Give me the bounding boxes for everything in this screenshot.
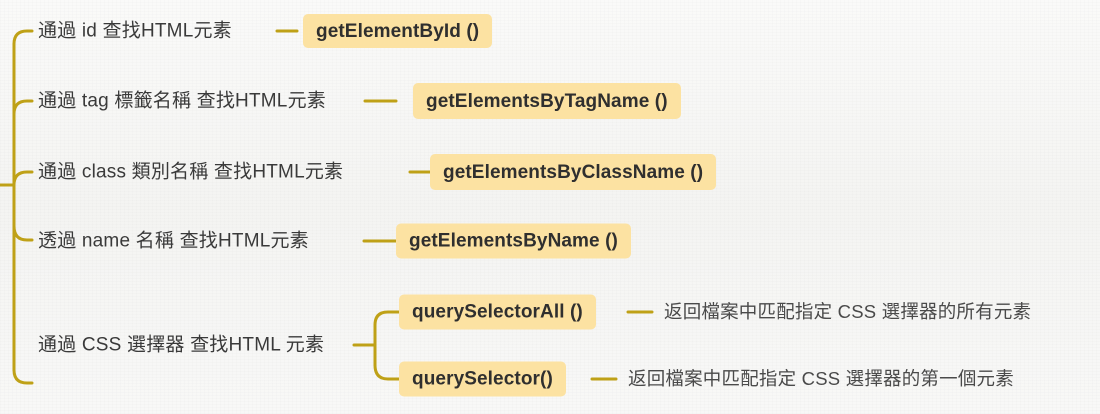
description-query-selector-all: 返回檔案中匹配指定 CSS 選擇器的所有元素 <box>664 300 1032 322</box>
branch-label-by-tag: 通過 tag 標籤名稱 查找HTML元素 <box>38 90 326 112</box>
branch-label-by-css-selector: 通過 CSS 選擇器 查找HTML 元素 <box>38 334 325 356</box>
bracket-branch-4 <box>12 224 34 242</box>
bracket-branch-1 <box>12 29 34 46</box>
method-badge-query-selector[interactable]: querySelector() <box>399 361 566 397</box>
bracket-branch-3 <box>12 170 34 187</box>
method-badge-get-elements-by-tag-name[interactable]: getElementsByTagName () <box>413 83 681 119</box>
method-badge-get-elements-by-name[interactable]: getElementsByName () <box>396 223 631 259</box>
branch-label-by-id: 通過 id 查找HTML元素 <box>38 20 232 42</box>
method-badge-get-element-by-id[interactable]: getElementById () <box>303 14 493 48</box>
bracket-branch-5 <box>12 368 34 385</box>
method-badge-get-elements-by-class-name[interactable]: getElementsByClassName () <box>430 154 717 190</box>
sub-bracket-branch-2 <box>373 363 401 381</box>
branch-label-by-name: 透過 name 名稱 查找HTML元素 <box>38 230 309 252</box>
sub-bracket-branch-1 <box>373 310 401 327</box>
bracket-branch-2 <box>12 99 34 116</box>
method-badge-query-selector-all[interactable]: querySelectorAll () <box>399 294 596 330</box>
description-query-selector: 返回檔案中匹配指定 CSS 選擇器的第一個元素 <box>628 367 1014 389</box>
branch-label-by-class: 通過 class 類別名稱 查找HTML元素 <box>38 161 344 183</box>
